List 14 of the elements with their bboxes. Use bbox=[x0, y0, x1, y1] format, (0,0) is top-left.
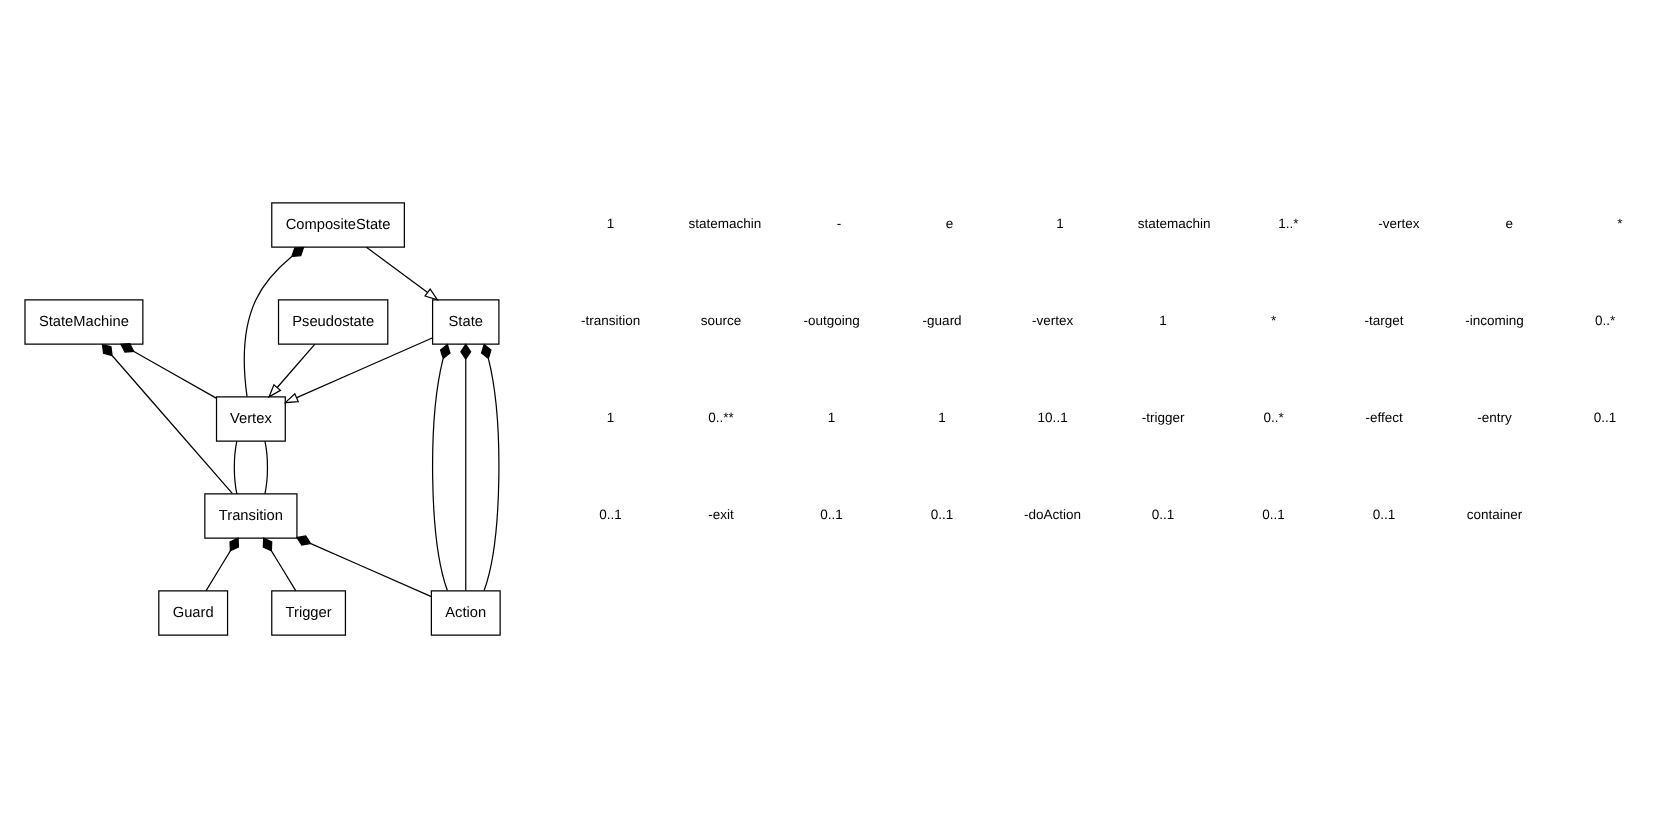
connector bbox=[479, 343, 499, 592]
connector bbox=[232, 440, 237, 495]
connector bbox=[100, 343, 232, 495]
connector bbox=[119, 342, 216, 399]
arrow bbox=[282, 337, 432, 404]
connector bbox=[261, 537, 296, 592]
connector bbox=[459, 343, 471, 592]
arrow bbox=[364, 246, 438, 301]
arrow bbox=[266, 343, 315, 399]
connector bbox=[431, 343, 450, 592]
connector bbox=[204, 537, 239, 592]
connector bbox=[242, 246, 304, 398]
connector bbox=[263, 440, 268, 495]
connector bbox=[294, 535, 431, 598]
